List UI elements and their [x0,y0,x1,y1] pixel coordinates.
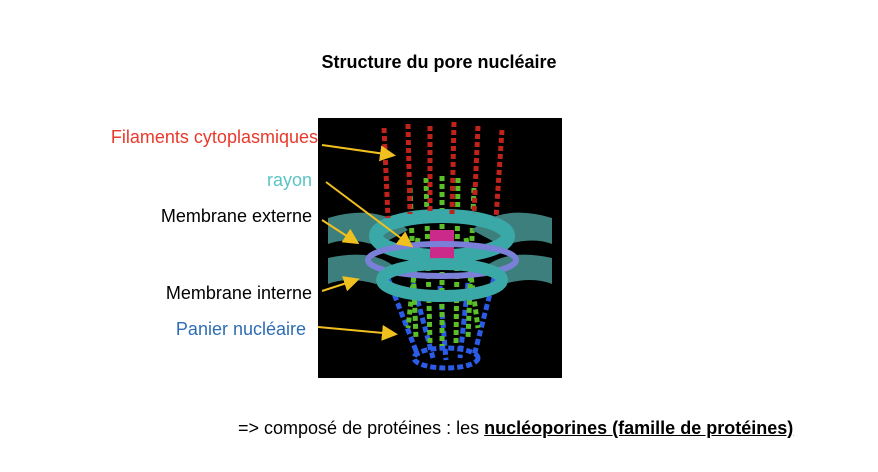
page-title: Structure du pore nucléaire [321,52,557,72]
nuclear-pore-illustration [318,118,562,378]
footer-note: => composé de protéines : les nucléopori… [238,418,793,439]
ring-bottom [376,258,508,302]
label-membrane-externe: Membrane externe [160,206,312,226]
label-membrane-interne: Membrane interne [165,283,312,303]
ring-middle [365,241,519,279]
nuclear-pore-svg [328,121,552,371]
label-filaments-cytoplasmiques: Filaments cytoplasmiques [110,127,318,147]
label-rayon: rayon [266,170,312,190]
footer-prefix: => composé de protéines : les [238,418,485,438]
footer-emphasis: nucléoporines (famille de protéines) [484,418,794,438]
label-panier-nucleaire: Panier nucléaire [175,319,306,339]
